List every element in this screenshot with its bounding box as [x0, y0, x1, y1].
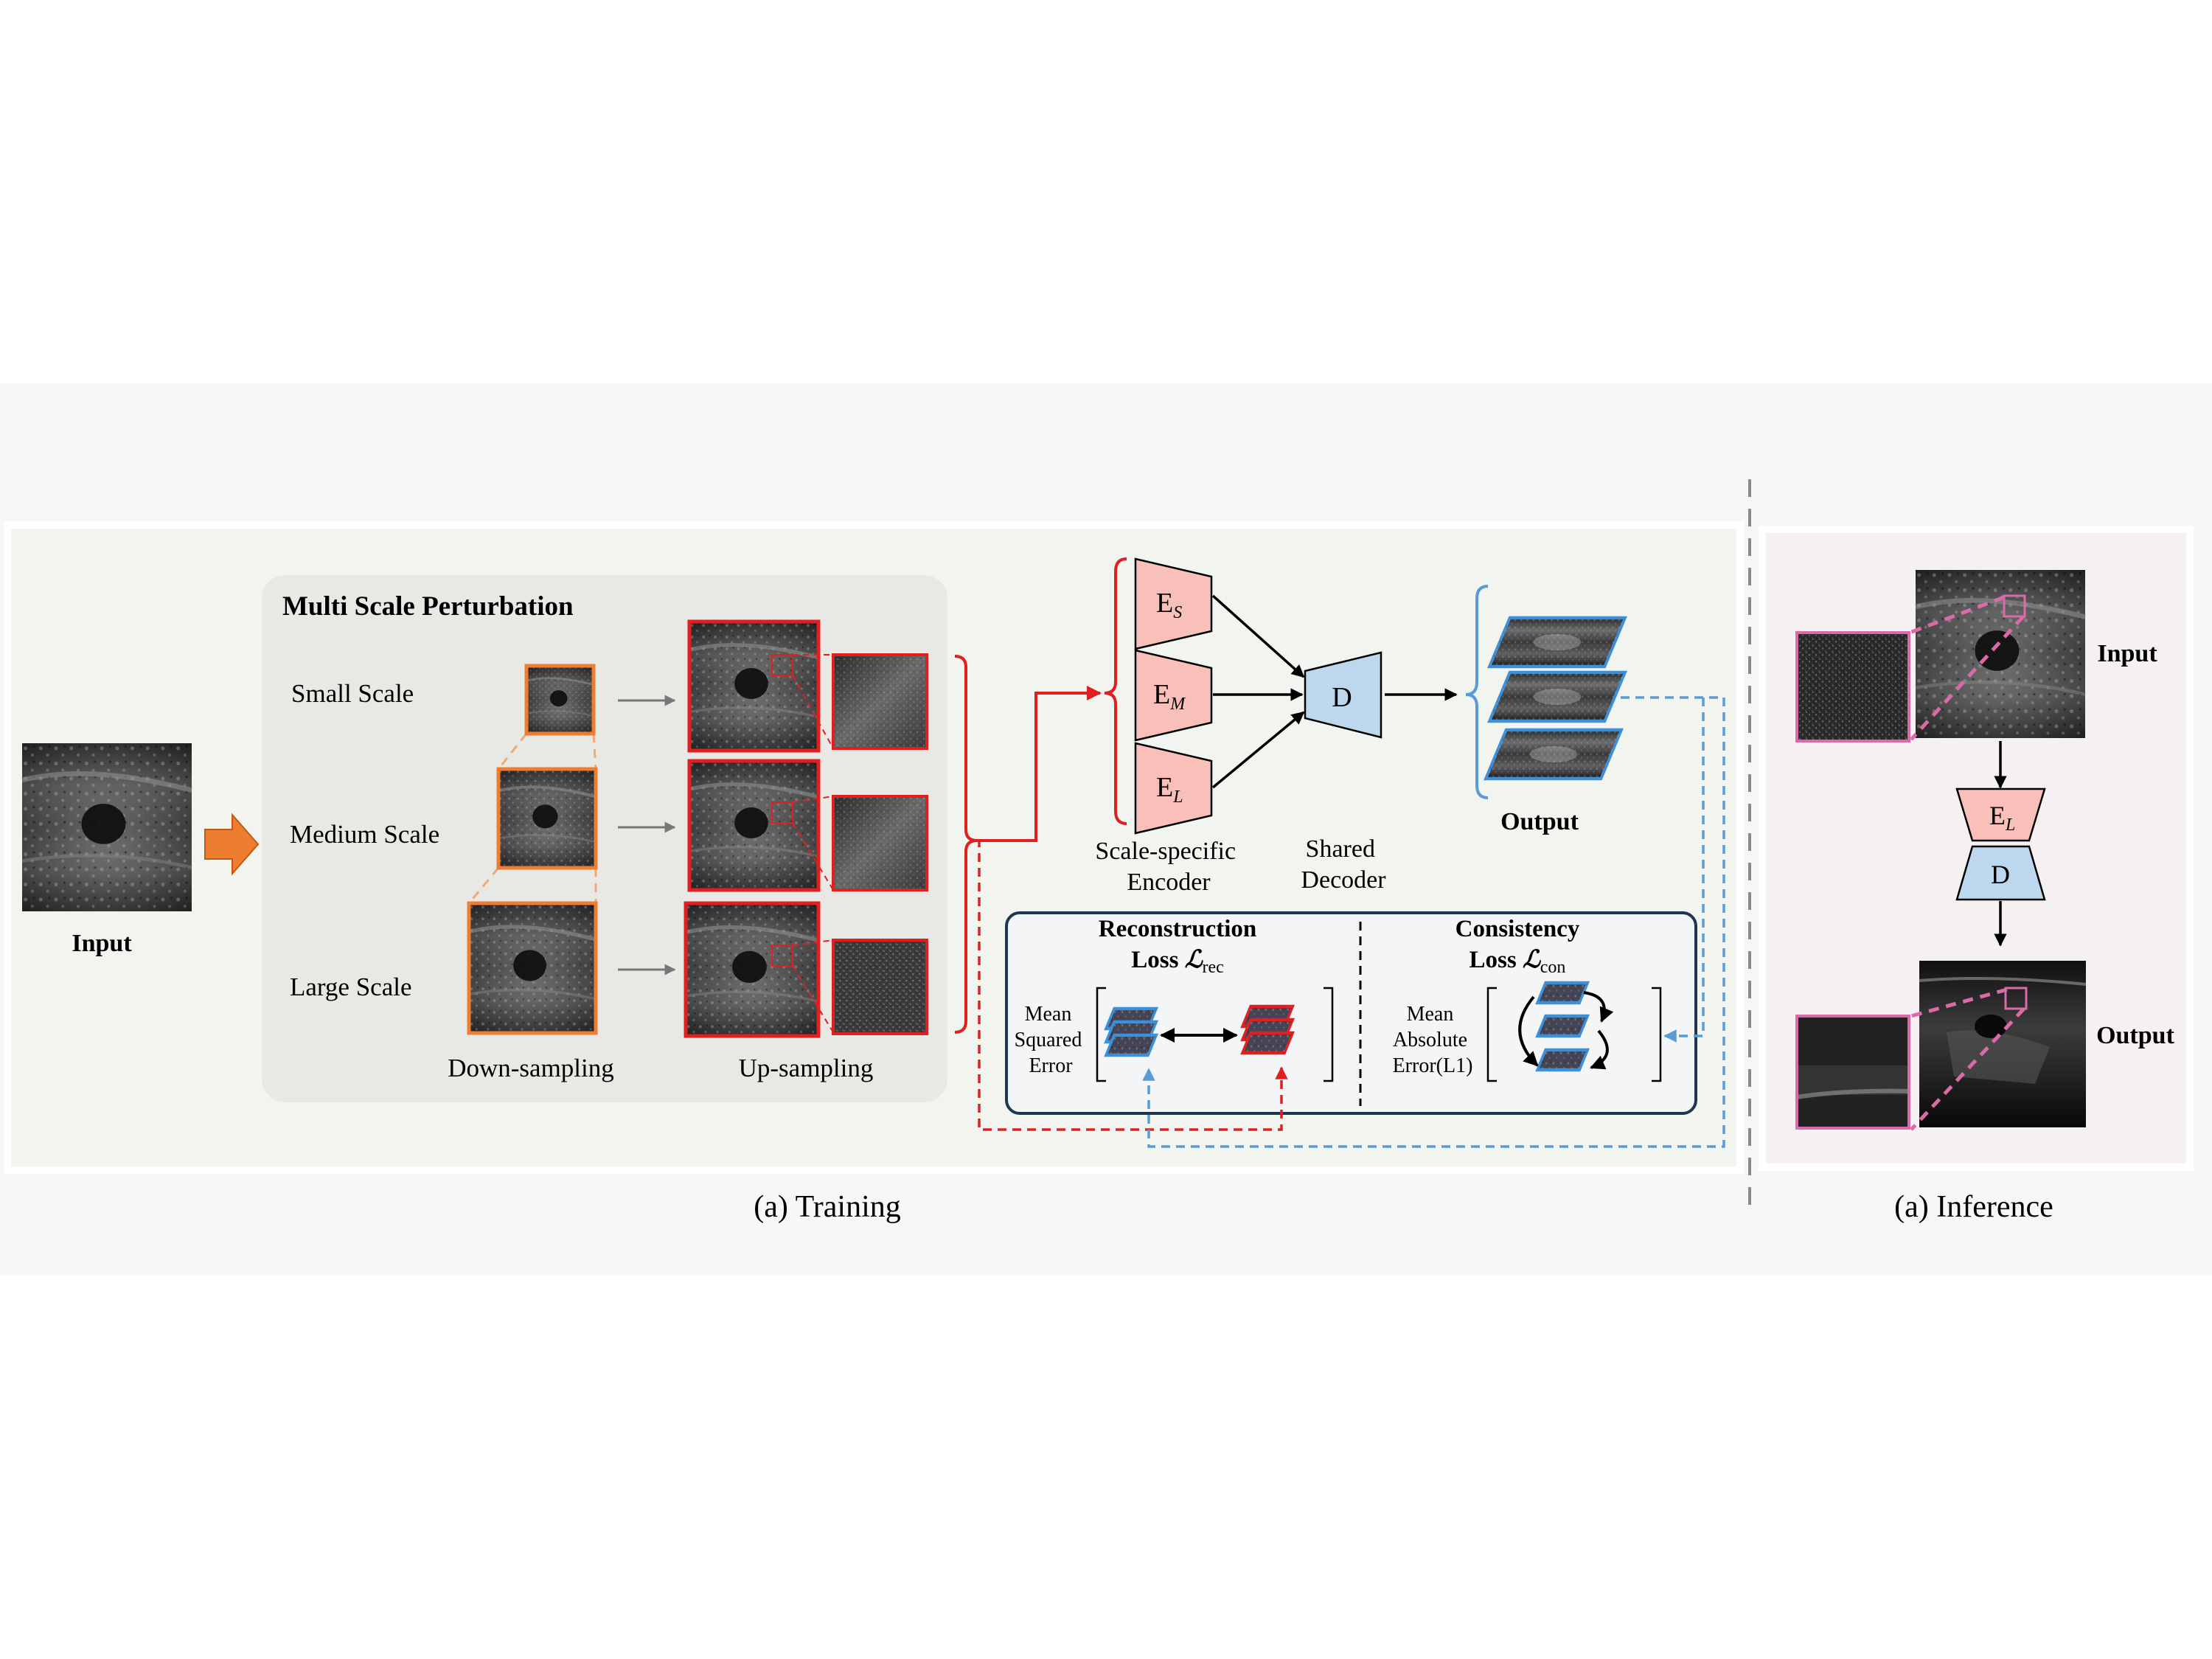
inference-decoder [1955, 845, 2046, 901]
decoder-caption: Shared Decoder [1301, 835, 1386, 894]
medium-zoom-patch [832, 795, 928, 891]
encoder-decoder-arrows [1211, 594, 1305, 789]
inference-input-label: Input [2097, 640, 2157, 667]
training-output-label: Output [1500, 808, 1579, 835]
consist-stack [1537, 983, 1587, 1070]
upsample-arrows [618, 695, 676, 975]
recon-prediction-stack [1106, 1009, 1156, 1055]
consist-metric: Mean Absolute Error(L1) [1393, 1003, 1473, 1077]
inference-output-zoom-guides [1910, 987, 2025, 1131]
inference-output-label: Output [2096, 1022, 2174, 1049]
large-scale-label: Large Scale [290, 973, 412, 1001]
encoder-medium [1134, 649, 1213, 742]
output-to-recon-feedback [1142, 696, 1725, 1148]
large-downsampled-image [469, 903, 596, 1033]
downsampling-label: Down-sampling [448, 1054, 614, 1082]
recon-loss-name: Loss ℒrec [1131, 947, 1224, 977]
recon-bracket-right [1324, 987, 1334, 1082]
encoder-small-label: ES [1156, 588, 1182, 622]
large-upsampled-image [686, 903, 834, 1036]
upsampling-label: Up-sampling [739, 1054, 874, 1082]
encoder-medium-label: EM [1153, 679, 1186, 714]
recon-target-stack [1242, 1006, 1293, 1053]
medium-scale-label: Medium Scale [290, 820, 439, 849]
encoder-large-label: EL [1156, 772, 1183, 807]
recon-metric: Mean Squared Error [1015, 1003, 1088, 1077]
inference-input-zoom-guides [1909, 595, 2025, 741]
recon-target-feedback [977, 839, 1288, 1131]
encoder-input-arrow [977, 686, 1102, 842]
shared-decoder [1304, 651, 1382, 739]
loss-box [1005, 911, 1697, 1115]
training-caption: (a) Training [754, 1190, 901, 1224]
encoder-caption: Scale-specific Encoder [1095, 838, 1242, 896]
inference-output-zoom-patch [1795, 1015, 1910, 1130]
consist-cycle-arrows [1518, 991, 1614, 1070]
output-brace [1465, 585, 1489, 799]
msp-title: Multi Scale Perturbation [282, 591, 574, 622]
encoder-small [1134, 557, 1213, 650]
inference-caption: (a) Inference [1894, 1190, 2053, 1224]
inference-output-image [1919, 961, 2087, 1127]
training-output-maps [1486, 618, 1625, 779]
consist-loss-title: Consistency [1455, 916, 1580, 942]
small-scale-label: Small Scale [291, 679, 414, 708]
encoder-brace [1104, 557, 1127, 825]
small-upsampled-image [689, 622, 834, 751]
inference-input-image [1916, 570, 2085, 738]
inference-encoder [1955, 787, 2046, 842]
training-input-label: Input [72, 930, 132, 957]
downsample-guides [467, 733, 597, 904]
medium-upsampled-image [689, 761, 834, 890]
large-zoom-patch [832, 939, 929, 1037]
forward-arrow-icon [204, 813, 260, 876]
inference-decoder-label: D [1991, 860, 2010, 889]
encoder-large [1134, 742, 1213, 835]
small-zoom-patch [832, 653, 928, 750]
inference-input-zoom-patch [1795, 631, 1912, 743]
consist-bracket-right [1652, 987, 1662, 1082]
recon-loss-title: Reconstruction [1099, 916, 1256, 942]
shared-decoder-label: D [1332, 682, 1352, 713]
recon-bracket-left [1096, 987, 1106, 1082]
training-input-image [22, 743, 192, 911]
small-downsampled-image [524, 664, 596, 736]
inference-encoder-label: EL [1989, 801, 2015, 835]
medium-downsampled-image [496, 767, 598, 870]
consist-loss-name: Loss ℒcon [1470, 947, 1566, 977]
consist-bracket-left [1486, 987, 1497, 1082]
